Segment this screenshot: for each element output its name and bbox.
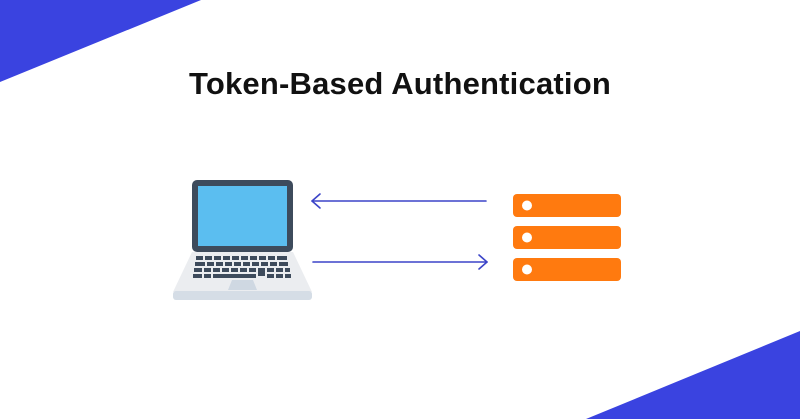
- bottom-right-corner-triangle: [586, 331, 800, 419]
- arrow-left-icon: [311, 193, 487, 209]
- laptop-icon: [173, 180, 312, 300]
- arrow-right-icon: [312, 254, 488, 270]
- page-title: Token-Based Authentication: [188, 66, 611, 101]
- top-left-corner-triangle: [0, 0, 201, 82]
- server-icon: [513, 194, 621, 281]
